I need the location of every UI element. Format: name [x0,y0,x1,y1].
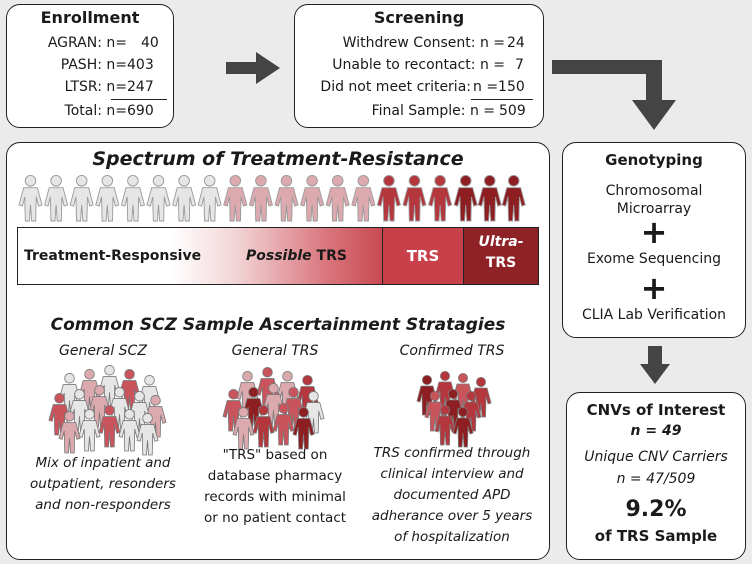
people-row [18,175,526,222]
person-icon [351,175,376,222]
plus-icon: + [640,213,668,251]
strategies-title: Common SCZ Sample Ascertainment Stratagi… [50,315,506,335]
genotyping-clia: CLIA Lab Verification [581,307,727,323]
bar-label-trs: TRS [406,247,440,265]
genotyping-microarray: Microarray [616,201,692,217]
cnvs-carriers-value: n = 47/509 [616,471,696,487]
arrow-right-icon [226,52,280,84]
cnvs-title: CNVs of Interest [586,401,726,419]
strategy-heading-general-scz: General SCZ [59,343,147,359]
person-icon [274,175,299,222]
bar-label-possible: Possible TRS [246,248,347,264]
enrollment-box: Enrollment AGRAN: n= 40 PASH: n= 403 LTS… [6,4,174,128]
arrow-down-icon [640,346,670,384]
person-icon [477,175,502,222]
bar-label-ultra-1: Ultra- [478,234,524,250]
person-icon [452,373,474,414]
enrollment-title: Enrollment [40,8,140,27]
person-icon [232,407,255,450]
person-icon [69,175,94,222]
person-icon [470,377,492,418]
spectrum-title: Spectrum of Treatment-Resistance [92,148,464,170]
enrollment-value-agran: 40 [141,35,159,51]
person-icon [18,175,43,222]
enrollment-value-ltsr: 247 [127,79,154,95]
person-icon [325,175,350,222]
genotyping-box: Genotyping Chromosomal Microarray + Exom… [562,142,746,338]
bar-segment-responsive: Treatment-Responsive Possible TRS [18,228,383,284]
genotyping-chromosomal: Chromosomal [605,183,703,199]
person-icon [136,413,159,456]
bar-segment-ultra: Ultra- TRS [464,228,538,284]
person-icon [95,175,120,222]
person-icon [272,403,295,446]
screening-title: Screening [373,8,465,27]
strategy-desc-general-scz: Mix of inpatient and outpatient, resonde… [30,455,176,513]
person-icon [428,175,453,222]
screening-value-withdrew: 24 [507,35,525,51]
screening-value-unable: 7 [515,57,524,73]
bar-label-ultra-2: TRS [485,255,517,271]
cnvs-n: n = 49 [630,423,682,439]
person-icon [453,175,478,222]
person-icon [452,407,474,448]
person-icon [58,411,81,454]
person-icon [402,175,427,222]
genotyping-exome: Exome Sequencing [586,251,722,267]
elbow-arrow-icon [552,60,676,130]
person-icon [223,175,248,222]
crowd-confirmed-trs [416,371,492,448]
person-icon [120,175,145,222]
strategy-desc-confirmed-trs: TRS confirmed through clinical interview… [371,445,533,545]
genotyping-title: Genotyping [605,151,703,169]
person-icon [48,393,71,436]
person-icon [78,409,101,452]
screening-box: Screening Withdrew Consent: n = 24 Unabl… [294,4,544,128]
enrollment-value-pash: 403 [127,57,154,73]
strategy-desc-general-trs: "TRS" based on database pharmacy records… [203,447,347,526]
person-icon [146,175,171,222]
spectrum-box: Spectrum of Treatment-Resistance Treatme… [6,142,550,560]
person-icon [292,407,315,450]
person-icon [44,175,69,222]
person-icon [501,175,526,222]
person-icon [98,405,121,448]
bar-segment-trs: TRS [383,228,464,284]
strategy-heading-general-trs: General TRS [231,343,319,359]
screening-total-rule [471,99,533,100]
cnvs-percent: 9.2% [625,497,687,522]
person-icon [248,175,273,222]
enrollment-total-rule [111,99,167,100]
cnvs-percent-label: of TRS Sample [594,527,718,545]
spectrum-bar: Treatment-Responsive Possible TRS TRS Ul… [17,227,539,285]
person-icon [172,175,197,222]
cnvs-carriers-label: Unique CNV Carriers [584,449,728,465]
person-icon [252,405,275,448]
person-icon [197,175,222,222]
cnvs-box: CNVs of Interest n = 49 Unique CNV Carri… [566,392,746,560]
screening-value-final: 509 [499,103,526,119]
bar-label-responsive: Treatment-Responsive [24,248,202,264]
plus-icon: + [640,269,668,307]
enrollment-value-total: 690 [127,103,154,119]
person-icon [376,175,401,222]
screening-value-criteria: n =150 [473,79,525,95]
crowd-general-scz [48,365,167,456]
strategy-heading-confirmed-trs: Confirmed TRS [399,343,505,359]
crowd-general-trs [222,367,325,450]
person-icon [300,175,325,222]
